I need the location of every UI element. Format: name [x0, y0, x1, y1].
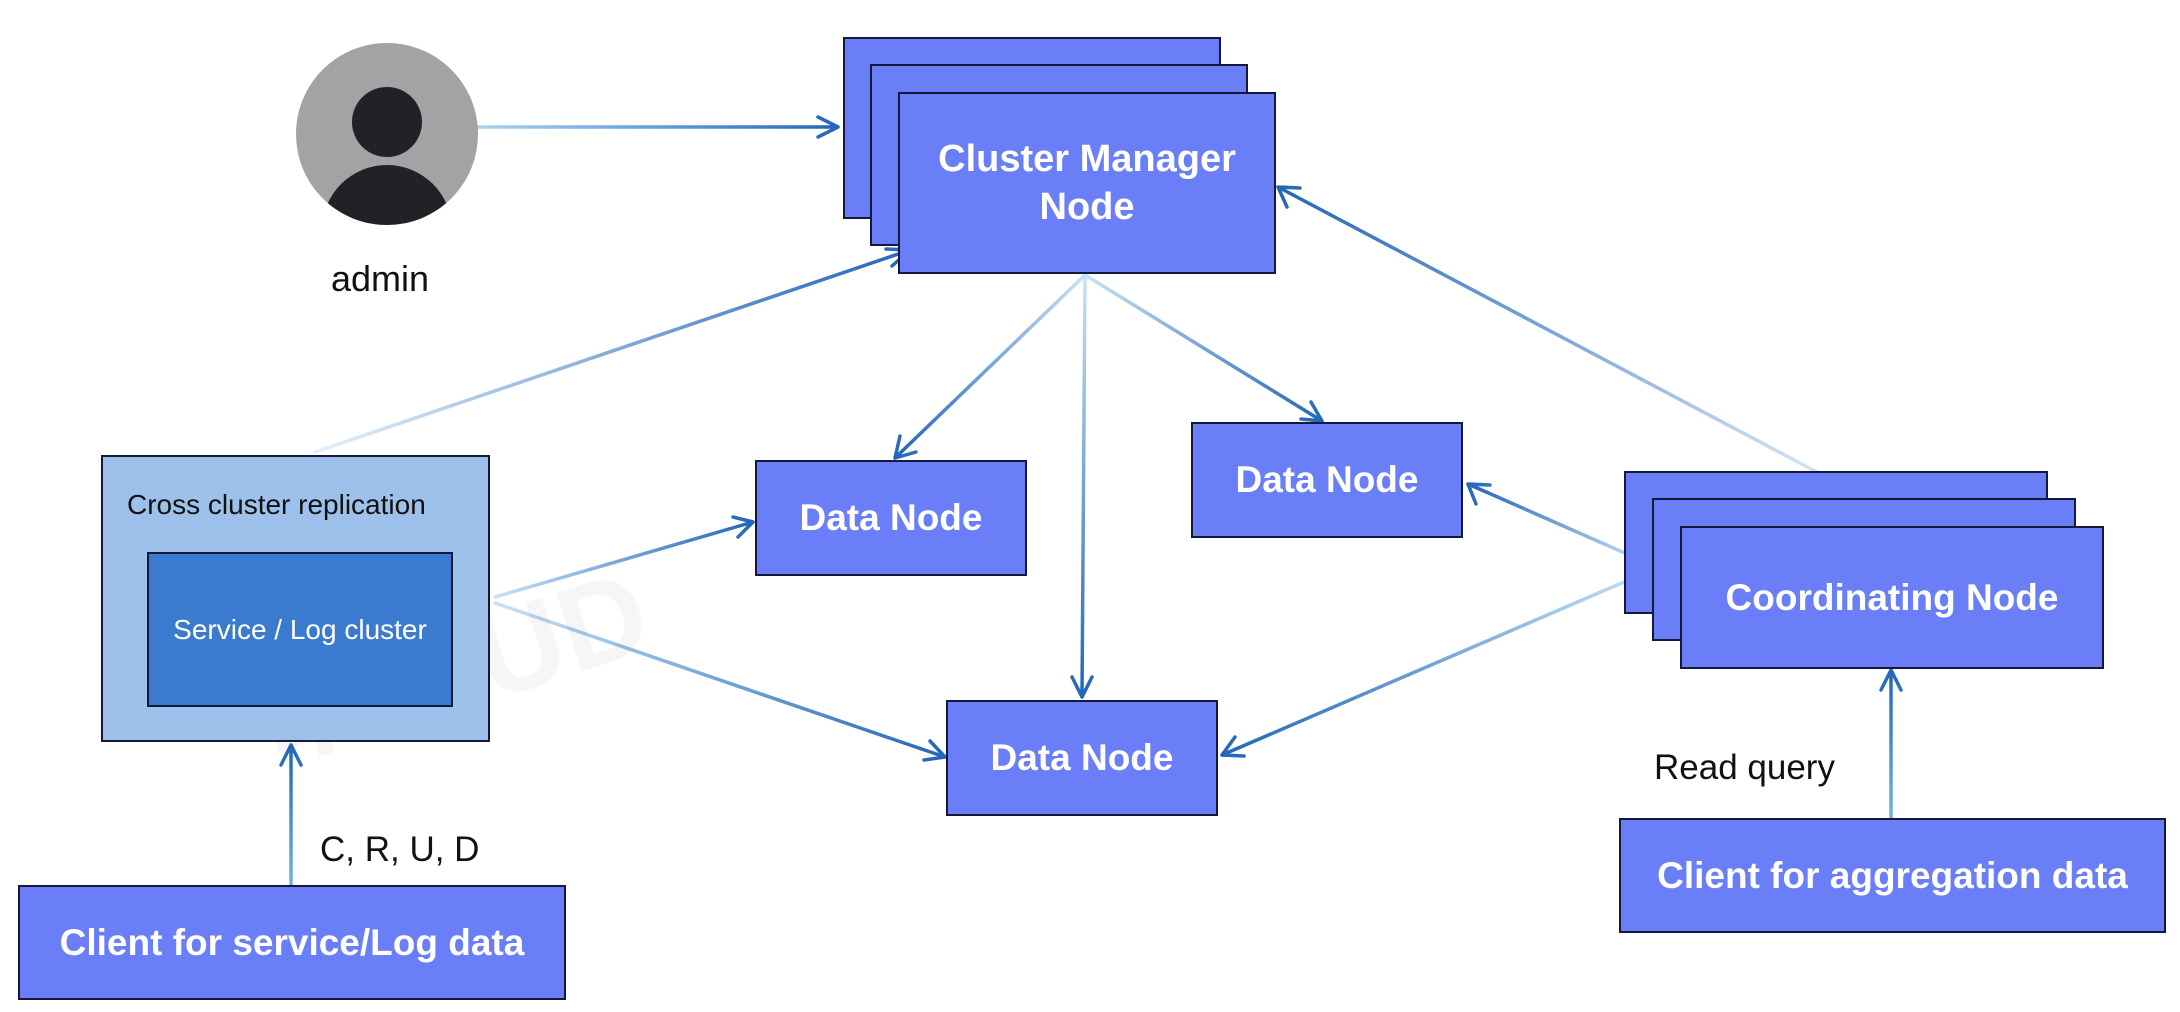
client-service-log-data[interactable]: Client for service/Log data: [18, 885, 566, 1000]
read-query-label: Read query: [1654, 748, 1835, 787]
coordinating-node[interactable]: Coordinating Node: [1680, 526, 2104, 669]
cross-cluster-replication-box[interactable]: Cross cluster replication Service / Log …: [101, 455, 490, 742]
service-log-cluster[interactable]: Service / Log cluster: [147, 552, 453, 707]
data-node-3[interactable]: Data Node: [1191, 422, 1463, 538]
arrow-cluster-manager-to-data-node-1: [893, 273, 1087, 460]
arrow-replication-to-data-node-2: [493, 601, 947, 762]
arrow-cluster-manager-to-data-node-3: [1083, 273, 1324, 423]
replication-title: Cross cluster replication: [127, 489, 426, 520]
data-node-1[interactable]: Data Node: [755, 460, 1027, 576]
arrow-cluster-manager-to-data-node-2: [1070, 273, 1094, 699]
arrow-coordinating-to-data-node-3: [1466, 482, 1654, 567]
admin-avatar-icon: [296, 43, 478, 225]
arrow-client-to-coordinating: [1879, 668, 1903, 820]
arrow-coordinating-to-cluster-manager: [1276, 185, 1868, 500]
admin-label: admin: [331, 258, 430, 299]
data-node-2[interactable]: Data Node: [946, 700, 1218, 816]
arrow-coordinating-to-data-node-2: [1220, 568, 1654, 758]
arrow-replication-to-data-node-1: [493, 515, 755, 599]
cluster-manager-node[interactable]: Cluster Manager Node: [898, 92, 1276, 274]
arrow-admin-to-cluster-manager: [476, 115, 840, 139]
avatar-body: [322, 165, 452, 225]
avatar-head: [352, 87, 422, 157]
client-aggregation-data[interactable]: Client for aggregation data: [1619, 818, 2166, 933]
arrow-client-to-replication: [279, 743, 303, 887]
crud-label: C, R, U, D: [320, 830, 480, 869]
cluster-manager-label-line2: Node: [1039, 186, 1135, 228]
cluster-manager-label-line1: Cluster Manager: [938, 138, 1236, 180]
